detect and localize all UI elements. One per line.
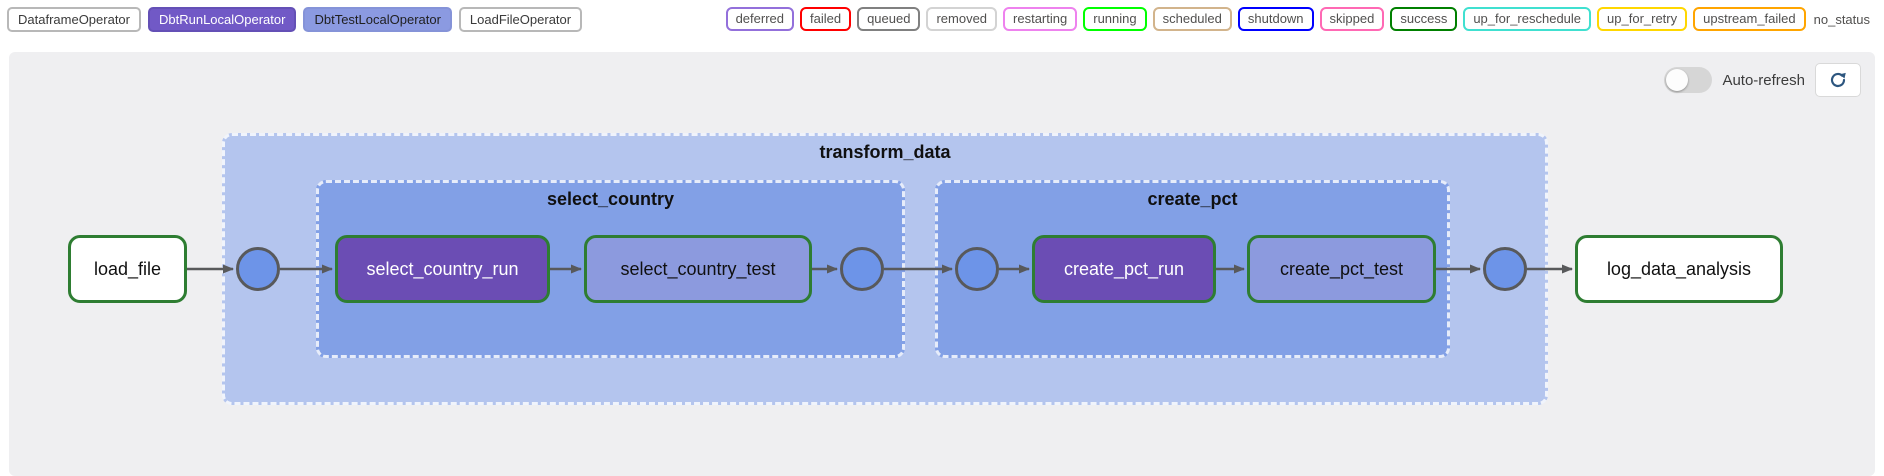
task-node-select-country-test[interactable]: select_country_test [584,235,812,303]
legend-status-up-for-retry[interactable]: up_for_retry [1597,7,1688,31]
legend-status-no-status[interactable]: no_status [1813,11,1870,27]
legend-bar: DataframeOperator DbtRunLocalOperator Db… [7,7,1872,32]
legend-status-removed[interactable]: removed [926,7,998,31]
legend-status-failed[interactable]: failed [799,7,852,31]
group-join-node-upstream-create-pct [955,247,999,291]
graph-panel: Auto-refresh transform_data select_count… [9,52,1875,476]
legend-status-queued[interactable]: queued [857,7,921,31]
status-legend: deferred failed queued removed restartin… [725,7,1872,31]
group-join-node-upstream-transform-data [236,247,280,291]
toggle-knob [1666,69,1689,91]
dag-graph: transform_data select_country create_pct [9,52,1875,476]
legend-status-deferred[interactable]: deferred [725,7,794,31]
task-node-load-file[interactable]: load_file [68,235,187,303]
legend-status-shutdown[interactable]: shutdown [1237,7,1314,31]
task-group-label: create_pct [1147,189,1238,209]
legend-status-skipped[interactable]: skipped [1319,7,1385,31]
task-node-create-pct-test[interactable]: create_pct_test [1247,235,1436,303]
legend-status-success[interactable]: success [1390,7,1458,31]
task-node-select-country-run[interactable]: select_country_run [335,235,550,303]
legend-status-running[interactable]: running [1083,7,1147,31]
legend-status-scheduled[interactable]: scheduled [1152,7,1232,31]
group-join-node-downstream-transform-data [1483,247,1527,291]
task-group-label: select_country [546,189,675,209]
task-group-label: transform_data [819,142,951,162]
graph-controls: Auto-refresh [1664,63,1861,97]
legend-operator-dbt-test[interactable]: DbtTestLocalOperator [303,7,452,32]
legend-status-restarting[interactable]: restarting [1003,7,1078,31]
auto-refresh-toggle[interactable] [1664,67,1713,93]
auto-refresh-label: Auto-refresh [1722,71,1805,89]
refresh-button[interactable] [1815,63,1861,97]
operator-legend: DataframeOperator DbtRunLocalOperator Db… [7,7,583,32]
task-node-log-data-analysis[interactable]: log_data_analysis [1575,235,1783,303]
legend-operator-load-file[interactable]: LoadFileOperator [458,7,583,32]
legend-status-up-for-reschedule[interactable]: up_for_reschedule [1463,7,1592,31]
legend-operator-dbt-run[interactable]: DbtRunLocalOperator [148,7,297,32]
refresh-icon [1828,70,1848,90]
group-join-node-downstream-select-country [840,247,884,291]
legend-status-upstream-failed[interactable]: upstream_failed [1693,7,1806,31]
task-node-create-pct-run[interactable]: create_pct_run [1032,235,1216,303]
legend-operator-dataframe[interactable]: DataframeOperator [7,7,141,32]
